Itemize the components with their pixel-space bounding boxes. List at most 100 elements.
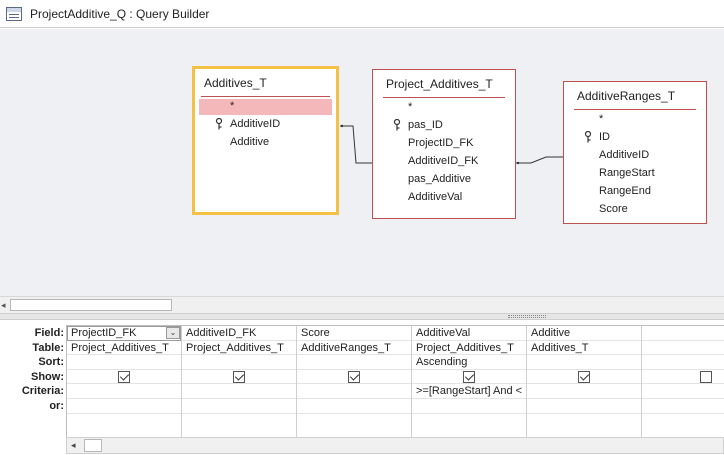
field-row[interactable]: Additive <box>195 133 336 151</box>
or-cell[interactable] <box>297 399 411 414</box>
sort-cell[interactable] <box>297 355 411 370</box>
show-checkbox[interactable] <box>118 370 130 383</box>
field-row[interactable]: * <box>199 99 332 115</box>
row-label-table: Table: <box>32 341 64 354</box>
diagram-pane[interactable]: Additives_T * AdditiveID Additive Projec… <box>0 29 724 296</box>
sort-cell[interactable]: Ascending <box>412 355 526 370</box>
table-additives[interactable]: Additives_T * AdditiveID Additive <box>192 66 339 215</box>
table-cell[interactable]: Additives_T <box>527 341 641 356</box>
or-cell[interactable] <box>182 399 296 414</box>
field-label: AdditiveVal <box>408 191 463 203</box>
field-row[interactable]: ProjectID_FK <box>373 134 515 152</box>
field-cell[interactable]: AdditiveID_FK <box>182 326 296 341</box>
grid-column: AdditiveID_FK Project_Additives_T <box>182 326 297 438</box>
sort-cell[interactable] <box>527 355 641 370</box>
field-row[interactable]: AdditiveVal <box>373 188 515 206</box>
row-label-or: or: <box>49 399 64 412</box>
field-row[interactable]: * <box>373 100 515 116</box>
design-grid-pane: Field: Table: Sort: Show: Criteria: or: … <box>0 320 724 455</box>
scrollbar-thumb[interactable] <box>10 299 172 311</box>
show-checkbox[interactable] <box>578 370 590 383</box>
key-icon <box>215 118 223 130</box>
field-label: AdditiveID <box>599 149 650 161</box>
grid-column: Additive Additives_T <box>527 326 642 438</box>
field-label: * <box>599 113 604 125</box>
table-title[interactable]: AdditiveRanges_T <box>574 82 696 110</box>
chevron-down-icon[interactable]: ⌄ <box>166 327 180 339</box>
table-cell[interactable] <box>642 341 724 356</box>
field-row[interactable]: AdditiveID_FK <box>373 152 515 170</box>
criteria-cell[interactable] <box>527 384 641 399</box>
field-label: * <box>230 100 235 112</box>
table-cell[interactable]: Project_Additives_T <box>67 341 181 356</box>
show-cell[interactable] <box>412 370 526 385</box>
show-cell[interactable] <box>297 370 411 385</box>
scrollbar-thumb[interactable] <box>84 439 102 452</box>
or-cell[interactable] <box>67 399 181 414</box>
criteria-cell[interactable] <box>297 384 411 399</box>
table-cell[interactable]: AdditiveRanges_T <box>297 341 411 356</box>
field-label: pas_Additive <box>408 173 471 185</box>
or-cell[interactable] <box>412 399 526 414</box>
show-checkbox[interactable] <box>233 370 245 383</box>
query-builder-icon <box>6 6 22 21</box>
grid-horizontal-scrollbar[interactable]: ◂ <box>66 437 724 454</box>
show-cell[interactable] <box>642 370 724 385</box>
diagram-horizontal-scrollbar[interactable]: ◂ <box>0 296 724 313</box>
field-row[interactable]: pas_ID <box>373 116 515 134</box>
grid-column: AdditiveVal Project_Additives_T Ascendin… <box>412 326 527 438</box>
table-title[interactable]: Additives_T <box>201 69 330 97</box>
field-label: RangeStart <box>599 167 655 179</box>
field-row[interactable]: AdditiveID <box>564 146 706 164</box>
show-cell[interactable] <box>527 370 641 385</box>
field-row[interactable]: RangeStart <box>564 164 706 182</box>
scroll-left-icon[interactable]: ◂ <box>71 440 76 450</box>
criteria-cell[interactable] <box>182 384 296 399</box>
field-row[interactable]: RangeEnd <box>564 182 706 200</box>
splitter-grip-icon[interactable] <box>508 315 546 318</box>
field-label: * <box>408 101 413 113</box>
field-row[interactable]: * <box>564 112 706 128</box>
scroll-left-icon[interactable]: ◂ <box>1 300 6 310</box>
table-project-additives[interactable]: Project_Additives_T * pas_ID ProjectID_F… <box>372 69 516 219</box>
grid-column <box>642 326 724 438</box>
grid-column: Score AdditiveRanges_T <box>297 326 412 438</box>
field-cell[interactable] <box>642 326 724 341</box>
criteria-cell[interactable]: >=[RangeStart] And < <box>412 384 526 399</box>
key-icon <box>393 119 401 131</box>
criteria-cell[interactable] <box>642 384 724 399</box>
field-row[interactable]: AdditiveID <box>195 115 336 133</box>
show-checkbox[interactable] <box>463 370 475 383</box>
field-label: ID <box>599 131 610 143</box>
show-checkbox[interactable] <box>348 370 360 383</box>
title-bar: ProjectAdditive_Q : Query Builder <box>0 0 724 28</box>
field-row[interactable]: Score <box>564 200 706 218</box>
field-label: AdditiveID_FK <box>408 155 479 167</box>
criteria-cell[interactable] <box>67 384 181 399</box>
show-cell[interactable] <box>67 370 181 385</box>
table-title[interactable]: Project_Additives_T <box>383 70 505 98</box>
field-cell[interactable]: Additive <box>527 326 641 341</box>
table-additive-ranges[interactable]: AdditiveRanges_T * ID AdditiveID RangeSt… <box>563 81 707 224</box>
or-cell[interactable] <box>642 399 724 414</box>
table-cell[interactable]: Project_Additives_T <box>182 341 296 356</box>
sort-cell[interactable] <box>642 355 724 370</box>
field-row[interactable]: ID <box>564 128 706 146</box>
row-label-sort: Sort: <box>38 356 64 369</box>
window-title: ProjectAdditive_Q : Query Builder <box>30 6 210 21</box>
field-row[interactable]: pas_Additive <box>373 170 515 188</box>
pane-splitter[interactable] <box>0 313 724 320</box>
field-cell[interactable]: ProjectID_FK⌄ <box>67 326 181 341</box>
field-cell[interactable]: Score <box>297 326 411 341</box>
sort-cell[interactable] <box>67 355 181 370</box>
field-label: Additive <box>230 136 270 148</box>
table-cell[interactable]: Project_Additives_T <box>412 341 526 356</box>
show-checkbox[interactable] <box>700 370 712 383</box>
show-cell[interactable] <box>182 370 296 385</box>
or-cell[interactable] <box>527 399 641 414</box>
sort-cell[interactable] <box>182 355 296 370</box>
field-cell[interactable]: AdditiveVal <box>412 326 526 341</box>
row-label-field: Field: <box>34 327 64 339</box>
field-label: AdditiveID <box>230 118 281 130</box>
